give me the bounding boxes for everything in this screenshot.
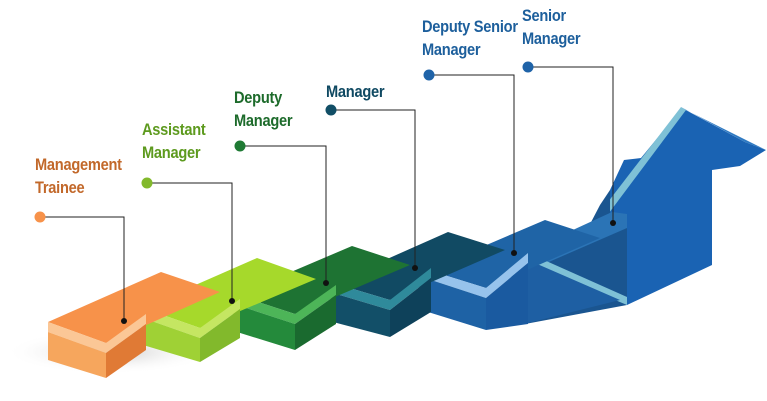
leader-end-dot-3	[323, 280, 329, 286]
step-5-front	[428, 253, 528, 298]
step-3-front	[237, 285, 336, 324]
label-dot-6	[522, 61, 534, 73]
leader-end-dot-5	[511, 250, 517, 256]
step-2	[143, 258, 316, 362]
leader-lines	[34, 61, 616, 324]
label-dot-4	[325, 104, 337, 116]
label-line: Deputy Senior	[422, 17, 518, 36]
step-5-riser	[428, 279, 486, 330]
label-line: Manager	[326, 82, 385, 101]
leader-line-5	[429, 74, 515, 253]
label-deputy-manager: Deputy Manager	[234, 86, 293, 132]
leader-end-dot-6	[610, 220, 616, 226]
step-4-top	[333, 232, 505, 300]
label-manager: Manager	[326, 80, 385, 103]
label-line: Manager	[142, 143, 201, 162]
leader-end-dot-1	[121, 318, 127, 324]
step-6-face	[528, 260, 620, 323]
leader-line-6	[528, 66, 614, 223]
label-line: Management	[35, 155, 122, 174]
leader-end-dot-4	[412, 265, 418, 271]
label-assistant-manager: Assistant Manager	[142, 118, 206, 164]
label-line: Manager	[422, 40, 481, 59]
label-line: Assistant	[142, 120, 206, 139]
leader-line-3	[240, 145, 327, 283]
step-3	[237, 246, 410, 350]
step-2-top	[143, 258, 316, 328]
step-1-face	[106, 324, 146, 378]
step-4-front	[333, 268, 431, 310]
label-dot-5	[423, 69, 435, 81]
label-line: Manager	[522, 29, 581, 48]
leader-line-2	[147, 182, 233, 301]
step-3-face	[295, 295, 336, 350]
label-line: Trainee	[35, 178, 85, 197]
step-1	[48, 272, 220, 378]
step-2-face	[200, 309, 240, 362]
leader-end-dot-2	[229, 298, 235, 304]
label-line: Senior	[522, 6, 566, 25]
step-6	[525, 212, 627, 324]
label-deputy-senior-manager: Deputy Senior Manager	[422, 15, 518, 61]
step-1-riser	[48, 332, 106, 378]
step-3-riser	[237, 305, 295, 350]
label-line: Deputy	[234, 88, 283, 107]
step-3-top	[237, 246, 410, 314]
step-4	[333, 232, 505, 337]
step-2-front	[143, 299, 240, 338]
label-senior-manager: Senior Manager	[522, 4, 581, 50]
step-1-top	[48, 272, 220, 343]
step-1-front	[48, 314, 146, 353]
step-2-riser	[143, 318, 200, 362]
label-dot-1	[34, 211, 46, 223]
leader-line-1	[40, 216, 125, 321]
arrow-body	[610, 108, 766, 305]
label-dot-2	[141, 177, 153, 189]
step-6-front	[525, 252, 627, 305]
leader-line-4	[331, 109, 416, 268]
step-5-face	[486, 263, 528, 330]
step-4-riser	[333, 293, 390, 337]
label-management-trainee: Management Trainee	[35, 153, 122, 199]
label-dot-3	[234, 140, 246, 152]
step-4-face	[390, 278, 431, 337]
label-line: Manager	[234, 111, 293, 130]
